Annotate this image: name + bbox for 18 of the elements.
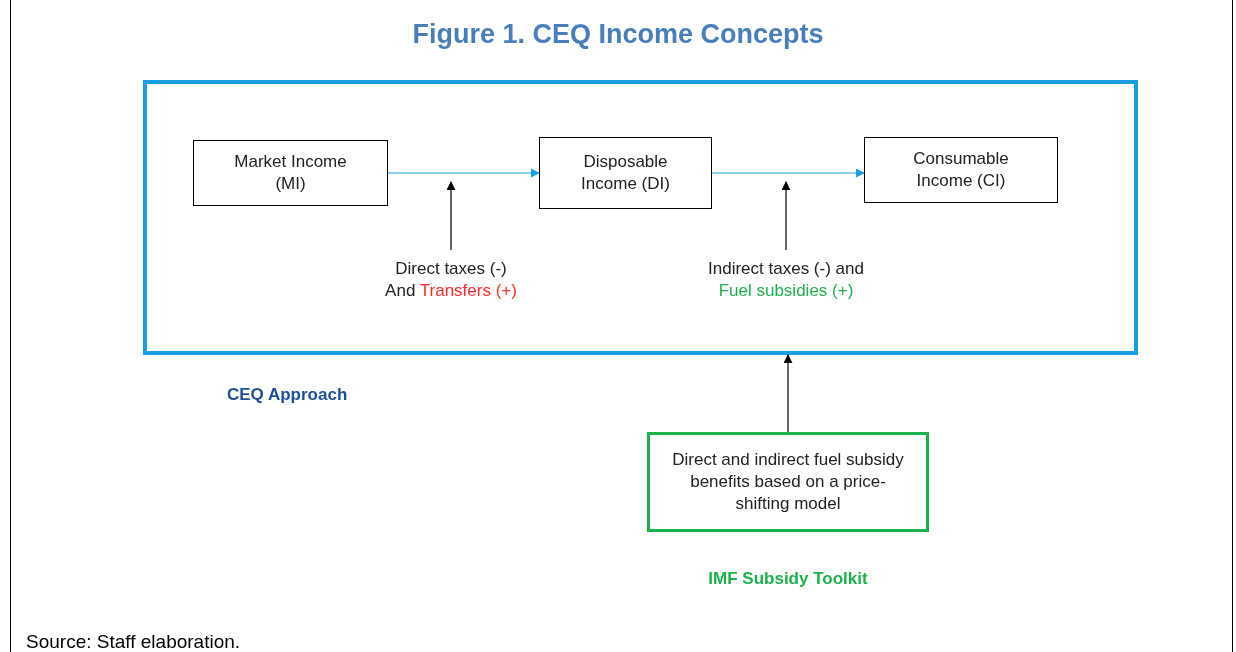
arrow [783, 354, 793, 433]
annotation-text: Indirect taxes (-) and [708, 259, 864, 278]
arrow [711, 168, 865, 178]
arrow [446, 181, 456, 251]
source-note: Source: Staff elaboration. [26, 630, 241, 652]
arrow [387, 168, 540, 178]
annotation-text: Direct taxes (-) [395, 259, 507, 278]
annotation-text: Fuel subsidies (+) [718, 281, 854, 300]
group-heading: CEQ Approach [227, 384, 348, 406]
arrow [781, 181, 791, 251]
annotation-text: And [385, 281, 416, 300]
annotation-text: Transfers (+) [419, 281, 517, 300]
group-heading: IMF Subsidy Toolkit [708, 568, 868, 590]
process-box: Consumable Income (CI) [864, 137, 1058, 203]
process-box: Disposable Income (DI) [539, 137, 712, 209]
process-box: Market Income (MI) [193, 140, 388, 206]
process-box: Direct and indirect fuel subsidy benefits based on a price-shifting model [647, 432, 929, 532]
figure-title: Figure 1. CEQ Income Concepts [412, 18, 824, 51]
